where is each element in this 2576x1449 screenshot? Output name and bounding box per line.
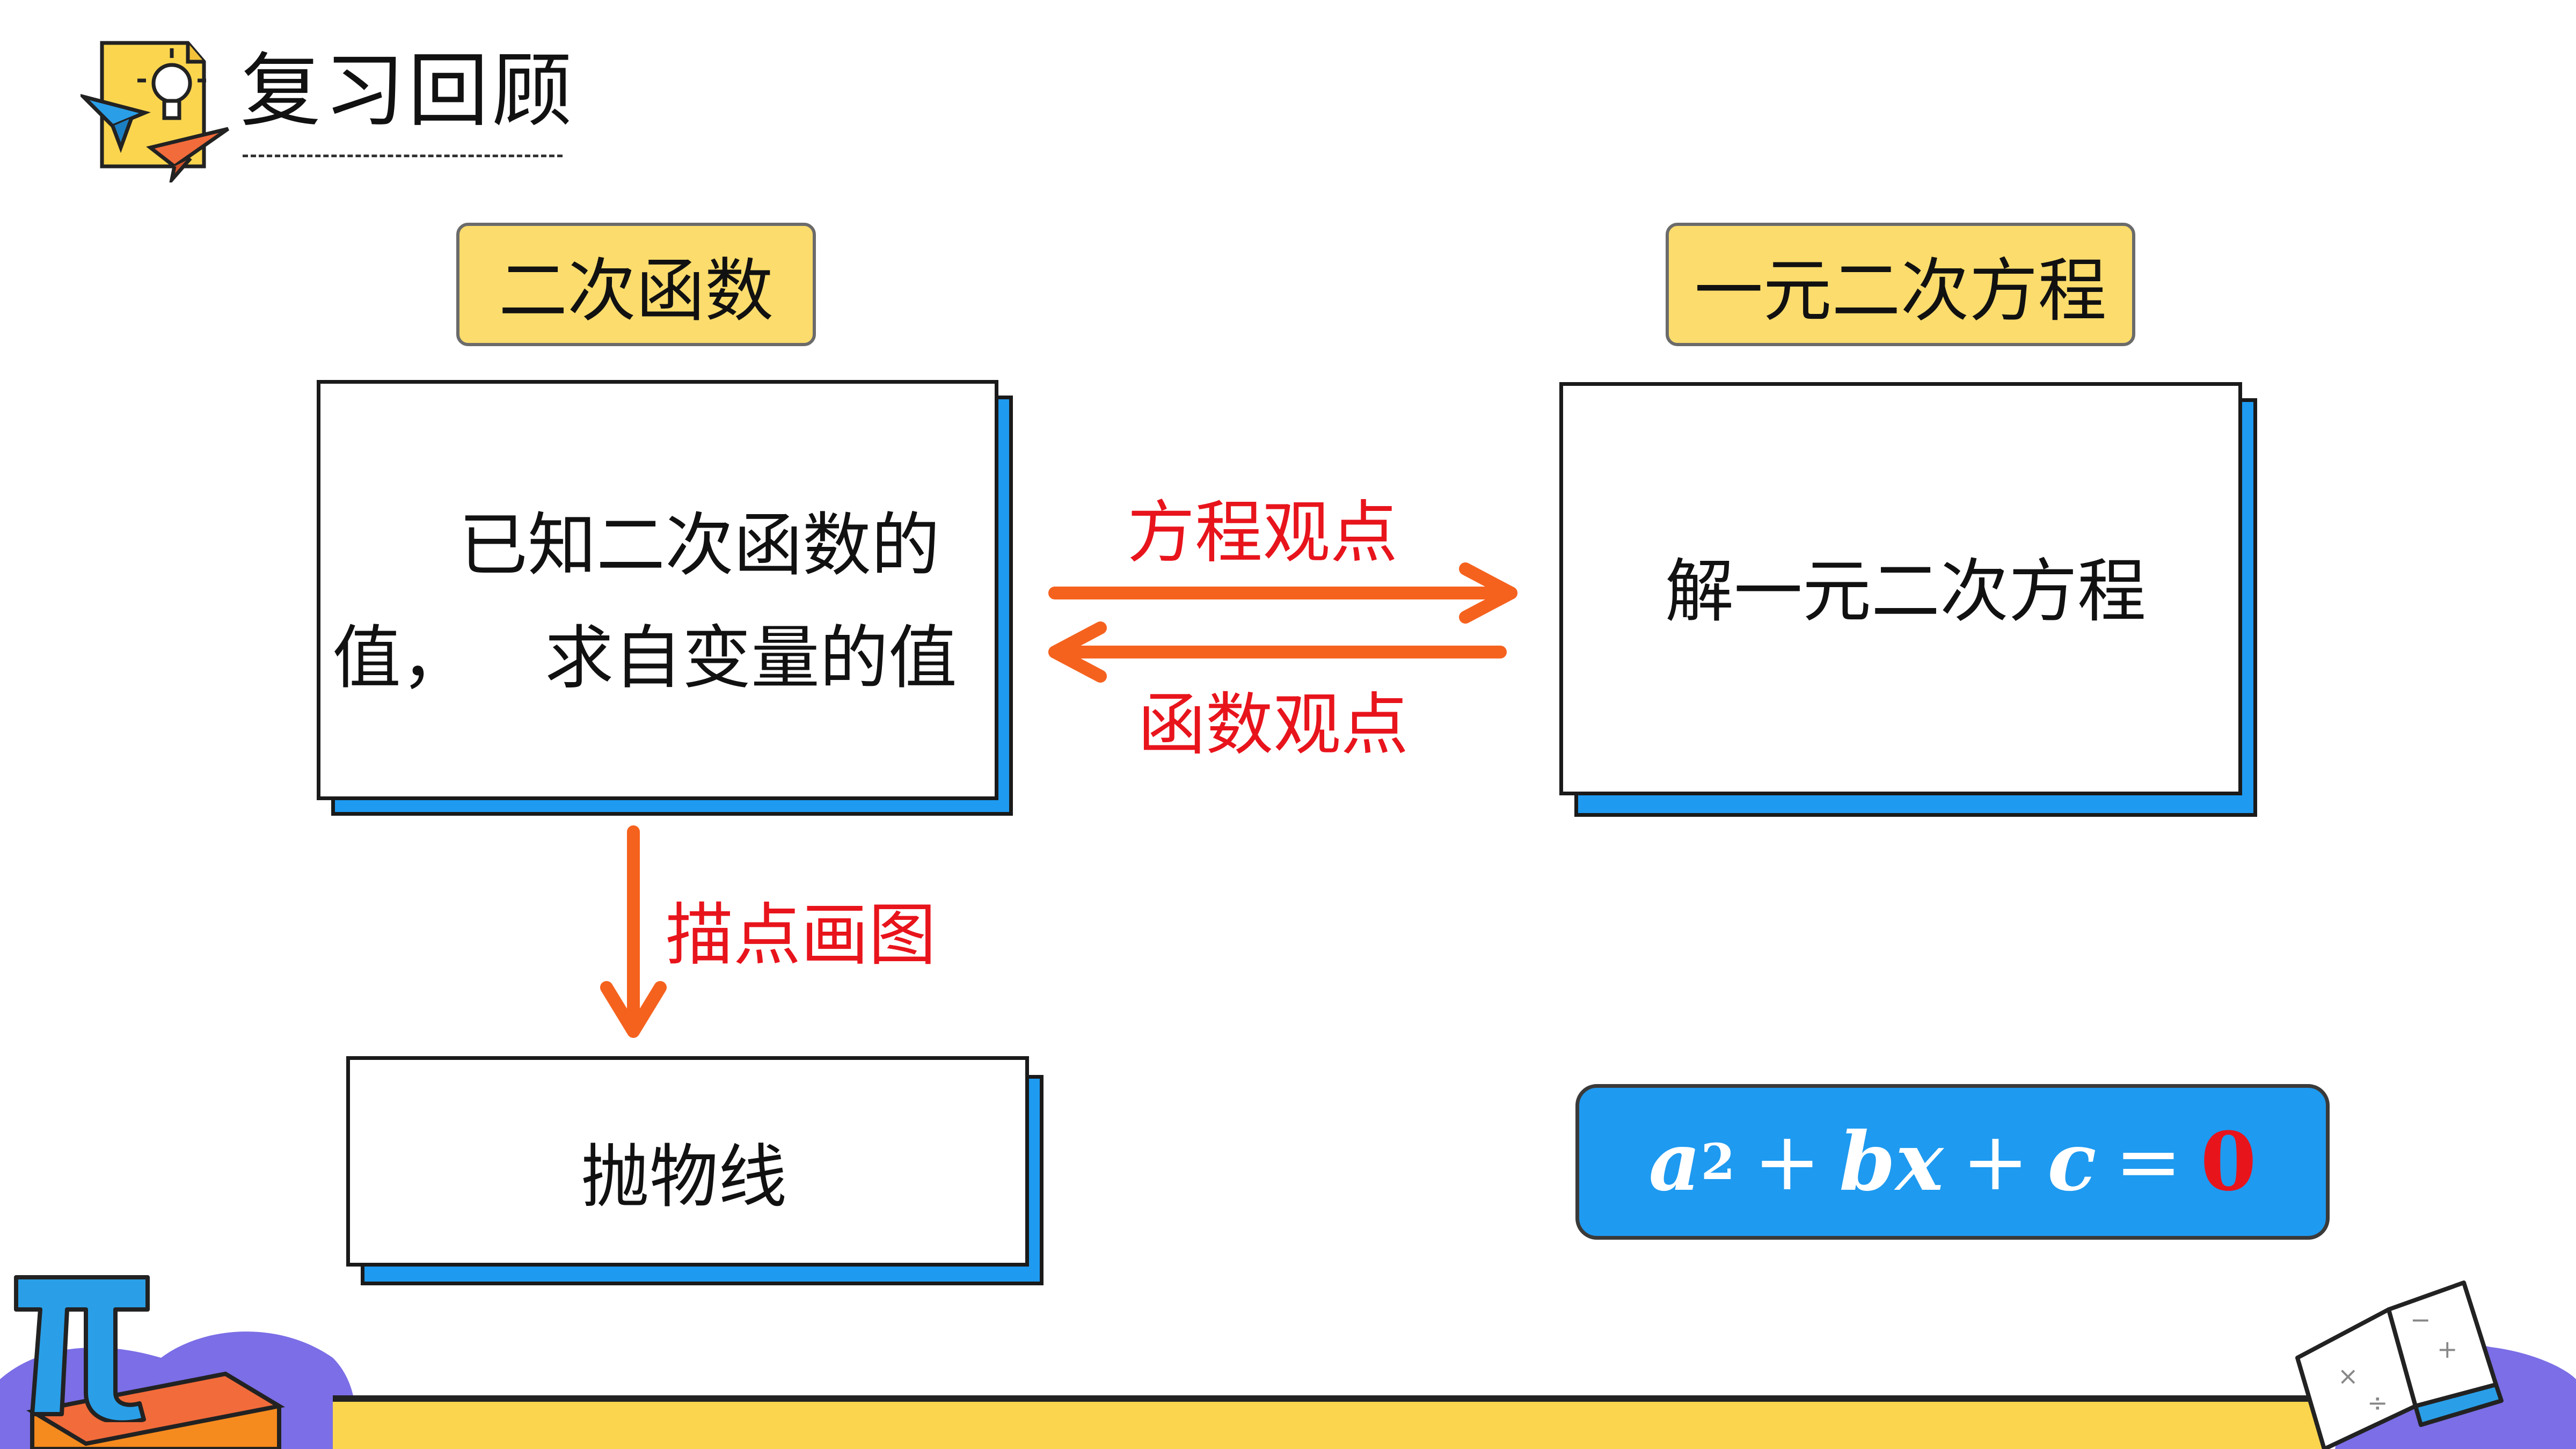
formula-zero: 0 (2200, 1115, 2257, 1209)
left-box-line2-start: 值， (332, 618, 470, 698)
svg-text:−: − (2410, 1305, 2431, 1334)
svg-text:×: × (2338, 1362, 2359, 1391)
down-arrow-icon (600, 825, 667, 1038)
page-title: 复习回顾 (240, 45, 576, 138)
formula-plus-1: + (1753, 1115, 1821, 1209)
left-box: 已知二次函数的 值， 求自变量的值 (317, 380, 998, 800)
paper-plane-lightbulb-icon (81, 41, 230, 182)
label-function-view: 函数观点 (1138, 685, 1409, 764)
tag-quadratic-function: 二次函数 (456, 223, 816, 346)
formula-plus-2: + (1961, 1115, 2030, 1209)
label-equation-view: 方程观点 (1127, 493, 1398, 572)
formula-equals: = (2114, 1115, 2183, 1209)
tag-quadratic-equation: 一元二次方程 (1666, 223, 2135, 346)
svg-text:+: + (2437, 1335, 2458, 1364)
left-box-line2-end: 求自变量的值 (545, 618, 958, 698)
bottom-decoration (0, 1331, 2576, 1449)
left-box-line1: 已知二次函数的 (459, 506, 940, 586)
svg-text:÷: ÷ (2367, 1388, 2388, 1417)
open-book-icon: × ÷ − + (2295, 1280, 2504, 1449)
formula-a: a (1648, 1115, 1701, 1209)
double-arrow-icon (1048, 562, 1517, 683)
bottom-box: 抛物线 (346, 1056, 1029, 1267)
right-box-text: 解一元二次方程 (1665, 552, 2147, 632)
pi-symbol-icon (14, 1275, 150, 1422)
right-box: 解一元二次方程 (1559, 382, 2242, 795)
title-underline (243, 155, 563, 157)
formula-c: c (2047, 1115, 2097, 1209)
bottom-box-text: 抛物线 (581, 1137, 787, 1217)
formula-exponent: 2 (1701, 1133, 1735, 1191)
formula-bx: bx (1839, 1115, 1944, 1209)
label-plot-points: 描点画图 (666, 896, 936, 975)
